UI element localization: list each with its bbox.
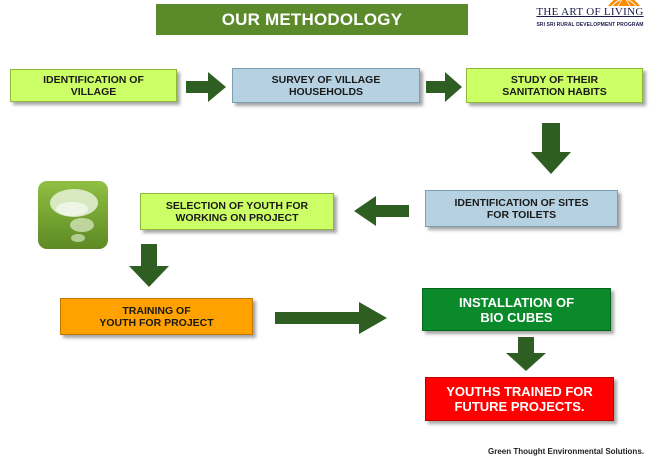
step-training-of-youth: TRAINING OF YOUTH FOR PROJECT: [60, 298, 253, 335]
arrow-left: [354, 196, 409, 226]
step-identification-of-sites-for-toilets: IDENTIFICATION OF SITES FOR TOILETS: [425, 190, 618, 227]
speech-bubbles-icon: [38, 181, 108, 249]
logo-subtitle: SRI SRI RURAL DEVELOPMENT PROGRAM: [536, 22, 644, 28]
arrow-down-1: [531, 123, 571, 174]
footer-credit: Green Thought Environmental Solutions.: [487, 447, 644, 456]
step-identification-of-village: IDENTIFICATION OF VILLAGE: [10, 69, 177, 102]
step-study-of-sanitation-habits: STUDY OF THEIR SANITATION HABITS: [466, 68, 643, 103]
arrow-right-2: [426, 72, 462, 102]
art-of-living-logo: THE ART OF LIVING SRI SRI RURAL DEVELOPM…: [528, 0, 650, 40]
logo-name: THE ART OF LIVING: [536, 6, 644, 18]
step-survey-of-village-households: SURVEY OF VILLAGE HOUSEHOLDS: [232, 68, 420, 103]
arrow-down-3: [506, 337, 546, 371]
step-installation-of-bio-cubes: INSTALLATION OF BIO CUBES: [422, 288, 611, 331]
arrow-right-1: [186, 72, 226, 102]
step-youths-trained-for-future-projects: YOUTHS TRAINED FOR FUTURE PROJECTS.: [425, 377, 614, 421]
page-title: OUR METHODOLOGY: [156, 4, 468, 35]
step-selection-of-youth: SELECTION OF YOUTH FOR WORKING ON PROJEC…: [140, 193, 334, 230]
sunburst-emblem-icon: [608, 0, 640, 6]
arrow-right-long: [275, 302, 387, 334]
arrow-down-2: [129, 244, 169, 287]
